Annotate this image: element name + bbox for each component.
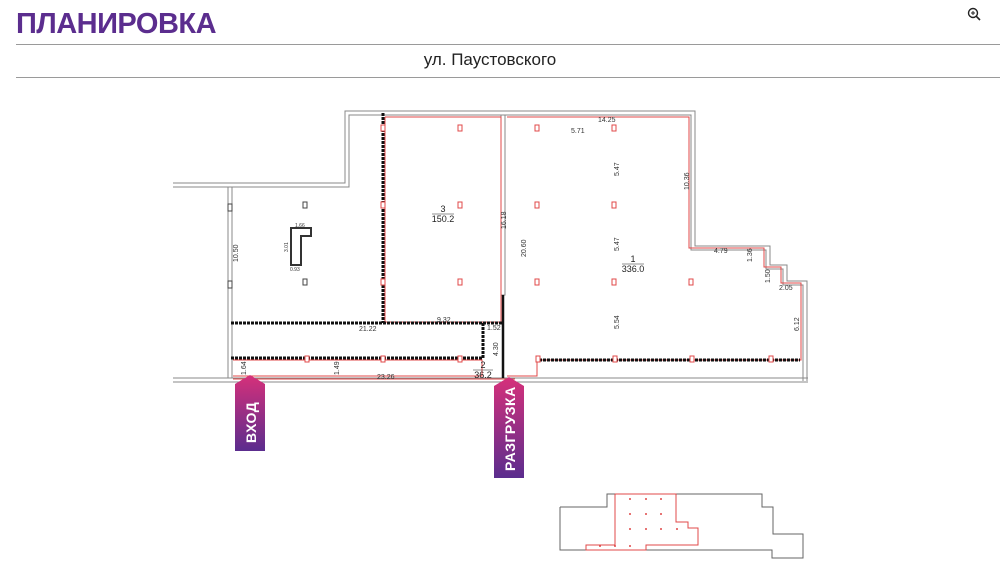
- room-number: 1: [630, 254, 635, 264]
- shaft: [290, 227, 312, 266]
- unloading-marker: РАЗГРУЗКА: [494, 377, 524, 478]
- dimension: 16.18: [501, 211, 508, 229]
- dimension: 20.60: [521, 239, 528, 257]
- dimension: 1.50: [765, 269, 772, 283]
- divider: [16, 44, 1000, 45]
- dimension: 5.71: [571, 128, 585, 135]
- dimension: 21.22: [359, 326, 377, 333]
- divider: [16, 77, 1000, 78]
- dimension: 1.64: [241, 361, 248, 375]
- dimension: 3.01: [284, 242, 290, 252]
- room-area: 150.2: [432, 214, 455, 224]
- dimension: 10.36: [684, 172, 691, 190]
- dimension: 1.66: [295, 223, 305, 229]
- columns: [304, 124, 774, 363]
- dimension: 5.54: [614, 315, 621, 329]
- page-title: ПЛАНИРОВКА: [16, 8, 217, 40]
- dimension: 23.26: [377, 374, 395, 381]
- entrance-marker: ВХОД: [235, 375, 265, 451]
- street-label: ул. Паустовского: [423, 50, 557, 69]
- dimension: 1.49: [334, 361, 341, 375]
- zoom-in-icon[interactable]: [966, 6, 982, 22]
- dimension: 1.36: [747, 248, 754, 262]
- dimension: 14.25: [598, 117, 616, 124]
- room-1-label: 1 336.0: [622, 254, 645, 274]
- outer-walls: [173, 110, 808, 383]
- dimension: 5.47: [614, 237, 621, 251]
- columns-grey: [227, 201, 308, 289]
- unloading-label: РАЗГРУЗКА: [502, 386, 518, 471]
- dimension: 9.32: [437, 317, 451, 324]
- room-area: 336.0: [622, 264, 645, 274]
- room-area: 36.2: [474, 370, 492, 380]
- room-2-label: 2 36.2: [473, 360, 493, 380]
- dimension: 0.93: [290, 267, 300, 273]
- dimension: 10.50: [233, 244, 240, 262]
- dimension-labels: 14.25 5.71 5.47 5.47 5.54 10.36 4.79 1.3…: [233, 117, 801, 381]
- dimension: 6.12: [794, 317, 801, 331]
- minimap: [559, 493, 804, 559]
- room-number: 2: [480, 360, 485, 370]
- entrance-label: ВХОД: [243, 402, 259, 443]
- dimension: 1.52: [487, 325, 501, 332]
- dimension: 4.30: [493, 342, 500, 356]
- room-3-label: 3 150.2: [432, 204, 455, 224]
- room-number: 3: [440, 204, 445, 214]
- dimension: 4.79: [714, 248, 728, 255]
- partitions: [231, 113, 800, 362]
- dimension: 5.47: [614, 162, 621, 176]
- dimension: 2.05: [779, 285, 793, 292]
